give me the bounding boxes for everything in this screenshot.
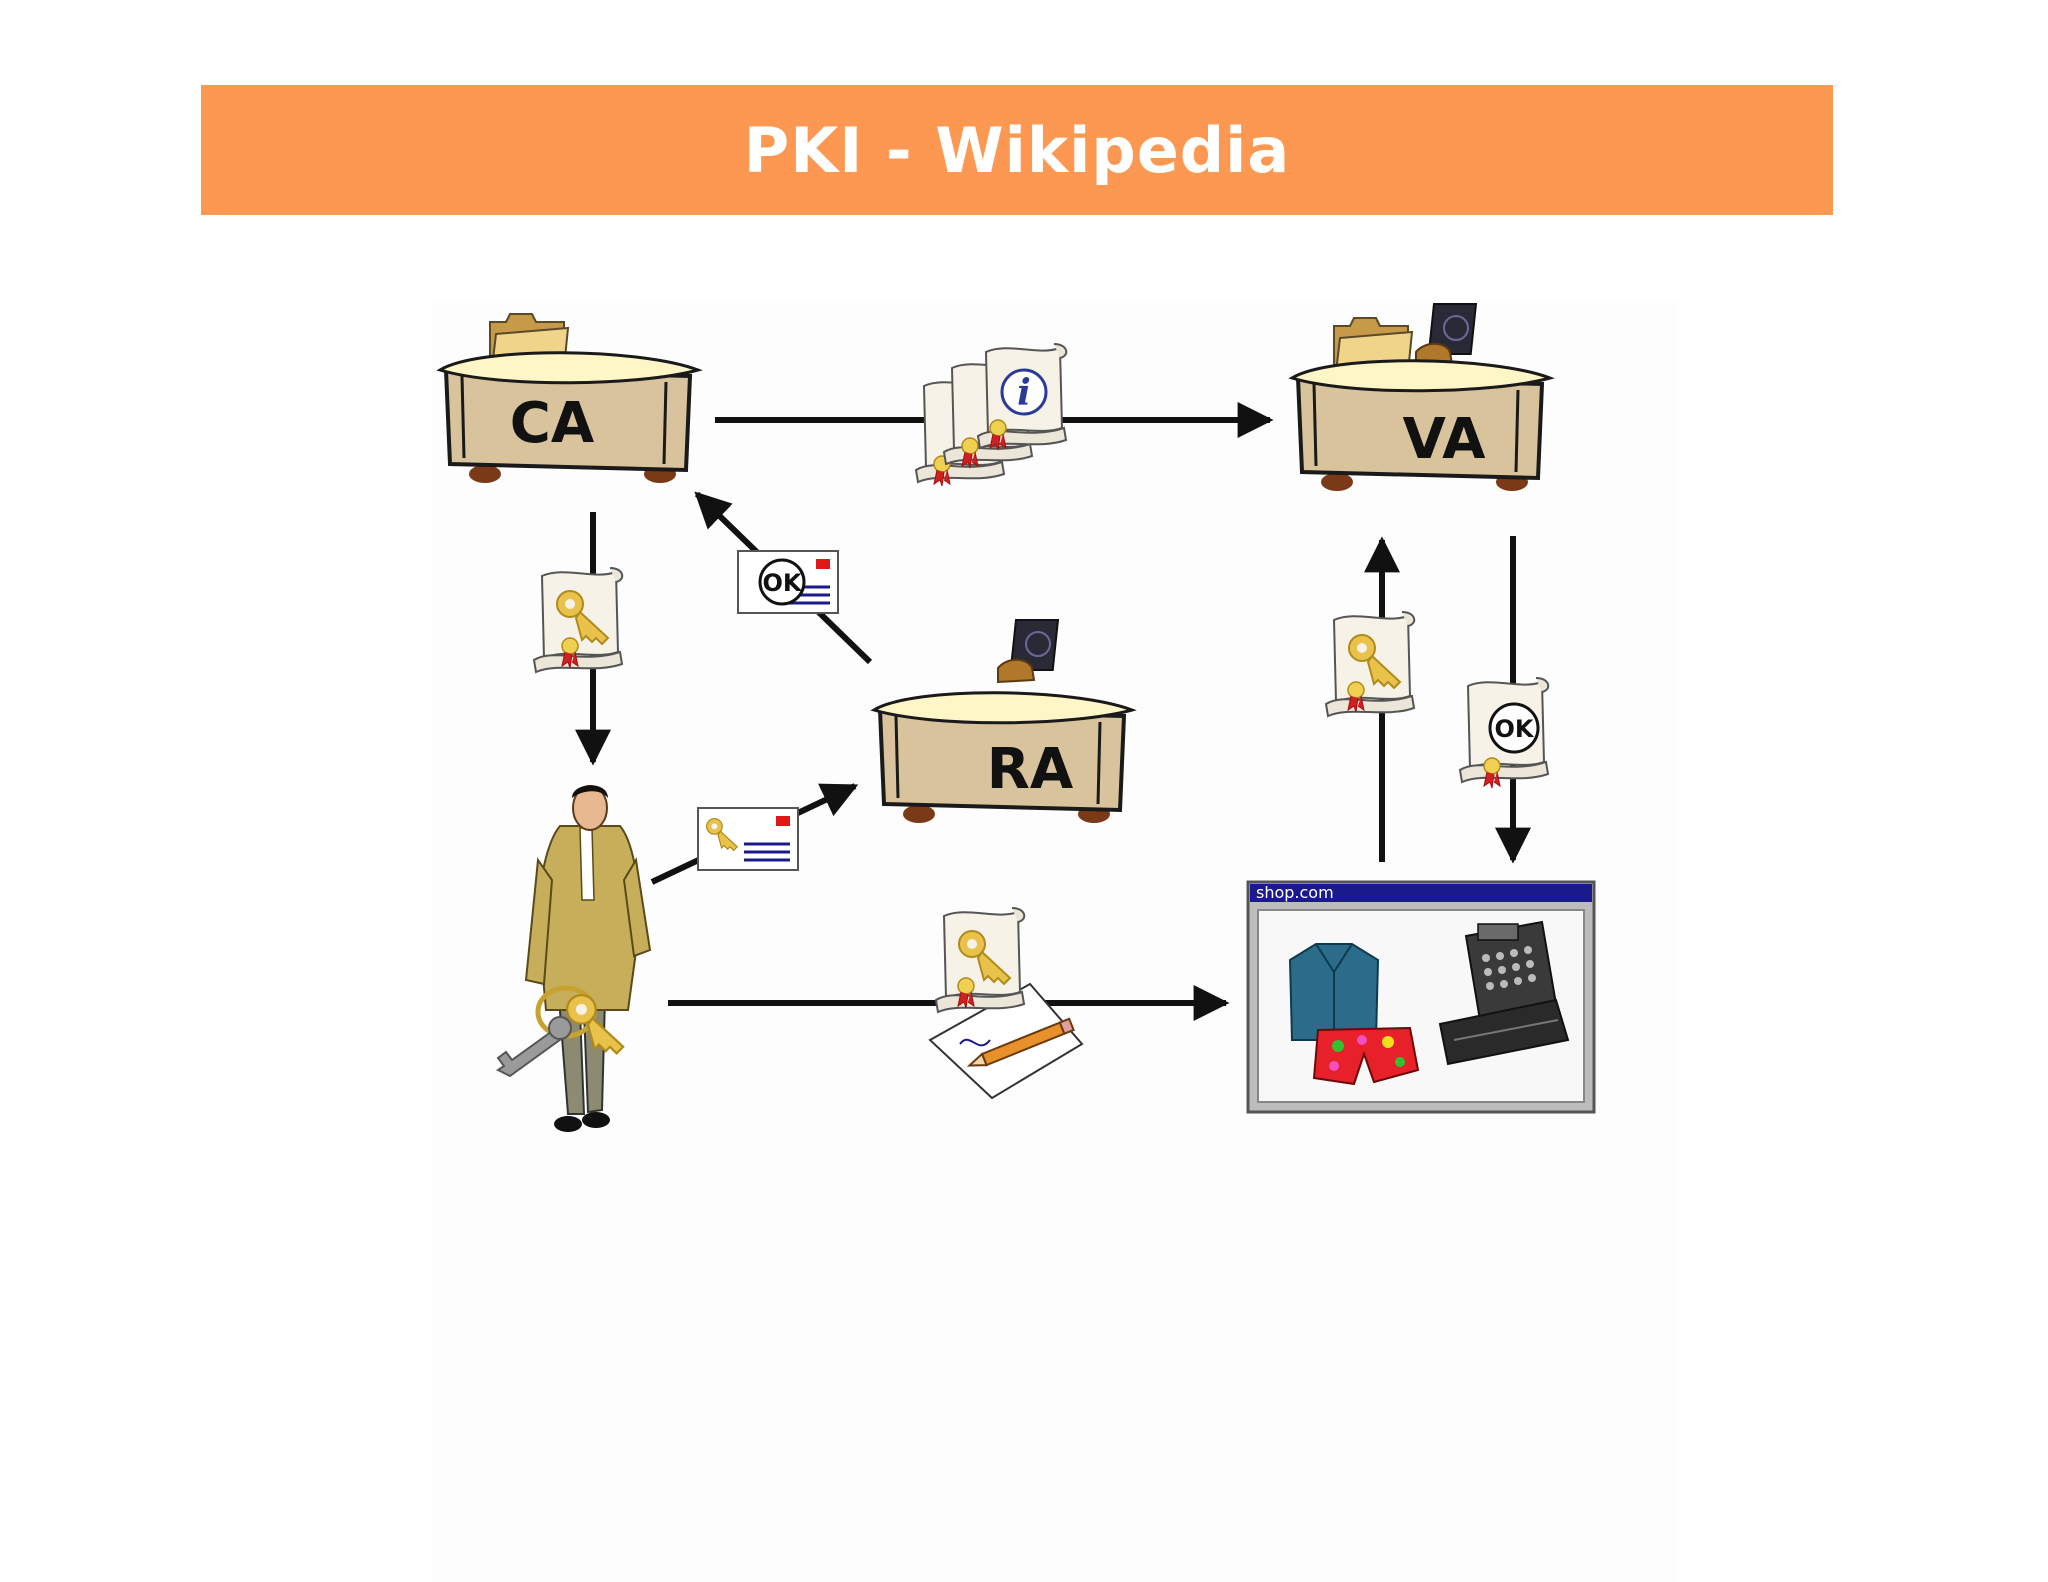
ca-node: CA [438, 313, 700, 485]
shorts-icon [1312, 1026, 1420, 1086]
user-figure [496, 785, 652, 1132]
pencil-icon [966, 1017, 1075, 1067]
keyring-icon [496, 985, 625, 1078]
cash-register-icon [1438, 920, 1570, 1066]
title-banner: PKI - Wikipedia [201, 85, 1833, 215]
approval-envelope: OK [736, 549, 840, 615]
ra-node: RA [872, 619, 1134, 825]
ok-badge: OK [1495, 715, 1535, 743]
ok-icon [1488, 702, 1540, 754]
info-badge: i [1017, 372, 1031, 414]
request-envelope [696, 806, 800, 872]
ca-label: CA [510, 391, 595, 456]
validation-certificate: OK [1459, 677, 1550, 789]
stamp-icon [997, 619, 1059, 683]
certificate-to-va [1325, 611, 1416, 717]
va-label: VA [1403, 407, 1487, 472]
certificate-stack: i [915, 343, 1068, 487]
ra-label: RA [987, 737, 1074, 802]
person-icon [524, 785, 652, 1132]
window-title: shop.com [1256, 883, 1334, 902]
ok-icon [758, 558, 806, 606]
signed-document [928, 907, 1084, 1100]
envelope-icon [696, 806, 800, 872]
va-node: VA [1290, 303, 1552, 493]
shop-window: shop.com [1246, 880, 1596, 1114]
info-icon [1000, 368, 1048, 416]
shirt-icon [1288, 943, 1380, 1041]
ok-badge: OK [763, 569, 803, 597]
certificate-to-user [533, 567, 624, 673]
page-title: PKI - Wikipedia [743, 113, 1291, 187]
stamp-icon [1415, 303, 1477, 367]
